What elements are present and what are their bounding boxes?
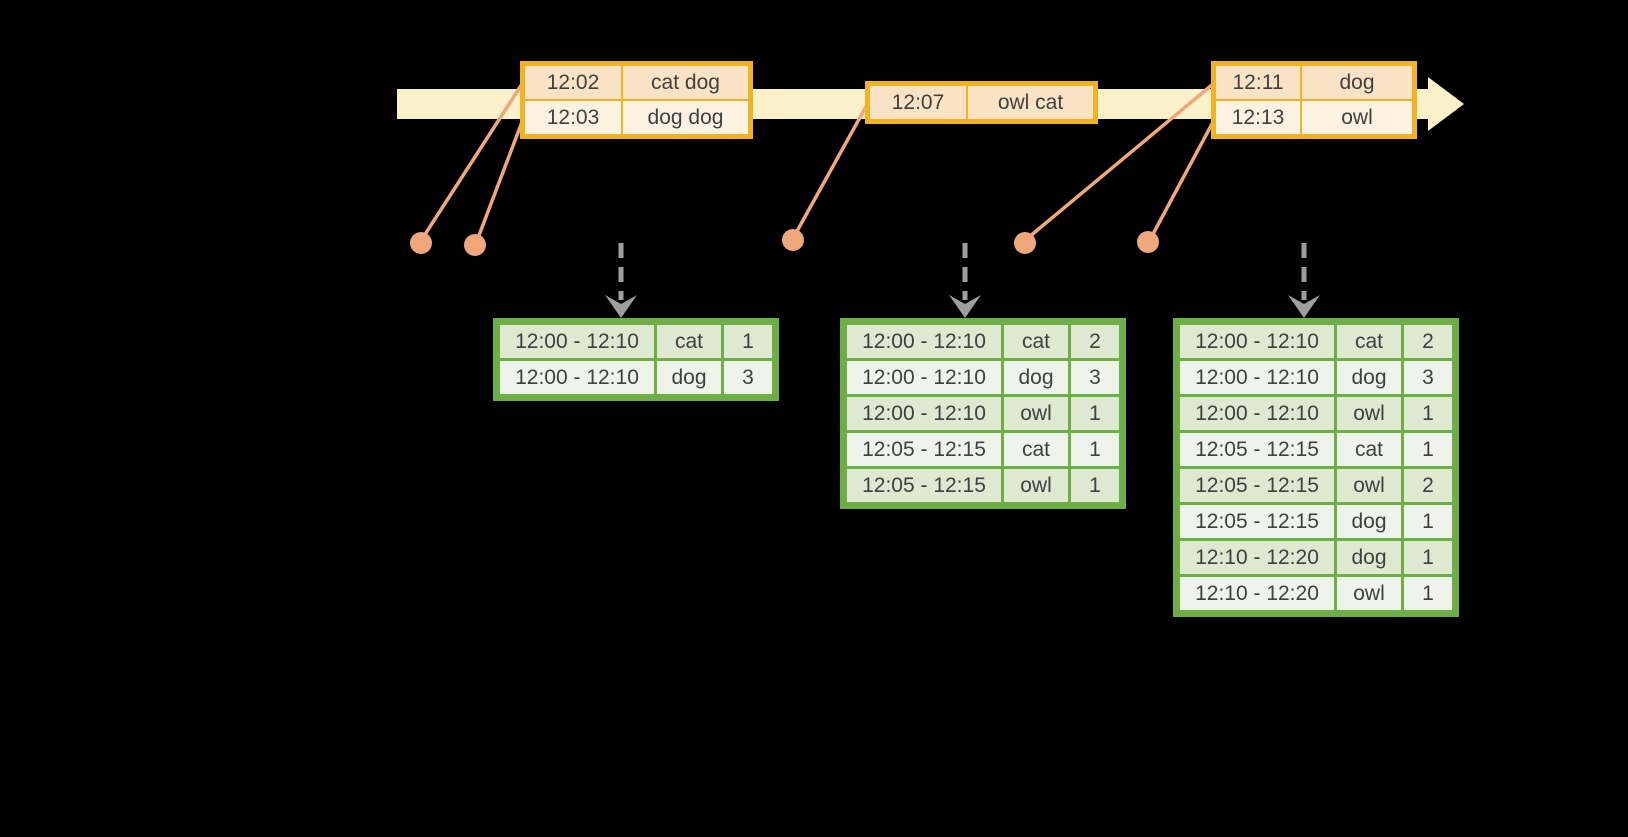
count-cell: 3	[1071, 361, 1119, 394]
time-cell: 12:02	[525, 66, 621, 99]
count-cell: 1	[1404, 505, 1452, 538]
words-cell: owl cat	[968, 86, 1093, 119]
event-dot	[782, 229, 804, 251]
words-cell: dog dog	[623, 101, 748, 134]
count-cell: 1	[724, 325, 772, 358]
event-dot	[1014, 232, 1036, 254]
connector-line	[1150, 121, 1215, 237]
word-cell: cat	[1337, 325, 1401, 358]
word-cell: cat	[1337, 433, 1401, 466]
count-cell: 1	[1071, 469, 1119, 502]
window-cell: 12:00 - 12:10	[1180, 361, 1334, 394]
window-cell: 12:00 - 12:10	[500, 361, 654, 394]
drop-arrowhead-icon	[605, 295, 637, 318]
word-cell: cat	[1004, 433, 1068, 466]
count-cell: 1	[1404, 577, 1452, 610]
count-cell: 1	[1404, 541, 1452, 574]
word-cell: owl	[1004, 397, 1068, 430]
words-cell: owl	[1302, 101, 1412, 134]
count-cell: 2	[1404, 325, 1452, 358]
word-cell: dog	[1004, 361, 1068, 394]
word-cell: owl	[1337, 469, 1401, 502]
window-cell: 12:00 - 12:10	[847, 361, 1001, 394]
time-cell: 12:07	[870, 86, 966, 119]
window-cell: 12:05 - 12:15	[847, 433, 1001, 466]
count-cell: 3	[1404, 361, 1452, 394]
word-cell: dog	[657, 361, 721, 394]
count-cell: 1	[1071, 433, 1119, 466]
drop-arrowhead-icon	[1288, 295, 1320, 318]
connector-line	[476, 121, 524, 239]
time-cell: 12:11	[1216, 66, 1300, 99]
count-cell: 2	[1071, 325, 1119, 358]
window-cell: 12:05 - 12:15	[1180, 433, 1334, 466]
connector-line	[794, 102, 870, 234]
event-dot	[1137, 231, 1159, 253]
count-cell: 3	[724, 361, 772, 394]
event-dot	[410, 232, 432, 254]
window-cell: 12:10 - 12:20	[1180, 541, 1334, 574]
window-cell: 12:05 - 12:15	[1180, 469, 1334, 502]
timeline-arrowhead-icon	[1428, 77, 1464, 131]
drop-arrowhead-icon	[949, 295, 981, 318]
word-cell: owl	[1337, 397, 1401, 430]
word-cell: cat	[1004, 325, 1068, 358]
window-cell: 12:00 - 12:10	[847, 397, 1001, 430]
window-cell: 12:05 - 12:15	[1180, 505, 1334, 538]
window-cell: 12:00 - 12:10	[847, 325, 1001, 358]
window-cell: 12:00 - 12:10	[1180, 397, 1334, 430]
count-cell: 1	[1404, 397, 1452, 430]
word-cell: owl	[1004, 469, 1068, 502]
count-cell: 2	[1404, 469, 1452, 502]
time-cell: 12:03	[525, 101, 621, 134]
count-cell: 1	[1071, 397, 1119, 430]
event-dot	[464, 234, 486, 256]
time-cell: 12:13	[1216, 101, 1300, 134]
window-cell: 12:00 - 12:10	[1180, 325, 1334, 358]
words-cell: dog	[1302, 66, 1412, 99]
word-cell: cat	[657, 325, 721, 358]
count-cell: 1	[1404, 433, 1452, 466]
word-cell: dog	[1337, 541, 1401, 574]
word-cell: owl	[1337, 577, 1401, 610]
words-cell: cat dog	[623, 66, 748, 99]
window-cell: 12:10 - 12:20	[1180, 577, 1334, 610]
window-cell: 12:00 - 12:10	[500, 325, 654, 358]
window-cell: 12:05 - 12:15	[847, 469, 1001, 502]
word-cell: dog	[1337, 505, 1401, 538]
word-cell: dog	[1337, 361, 1401, 394]
